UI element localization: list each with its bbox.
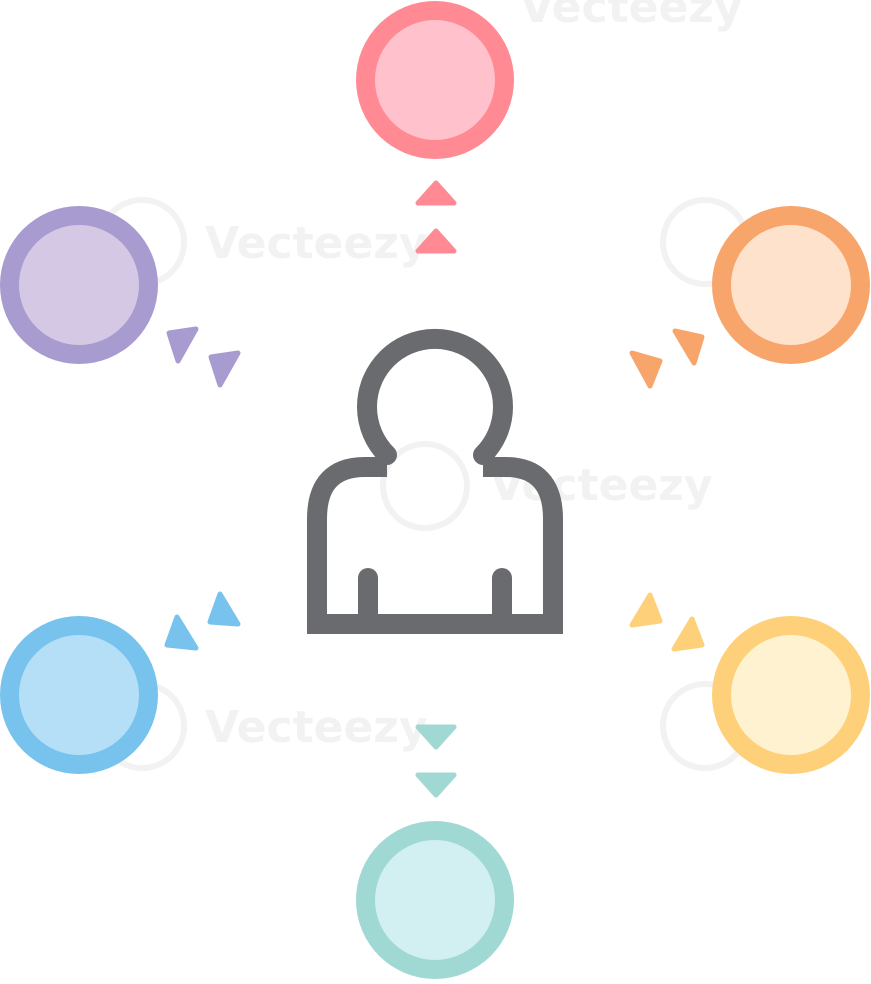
watermark-text: Vecteezy — [205, 218, 428, 269]
watermark-text: Vecteezy — [520, 0, 743, 33]
connector-arrows-upper-right — [629, 328, 705, 389]
person-body — [307, 457, 563, 634]
node-lower-right — [712, 616, 870, 774]
arrow-down-icon — [415, 724, 457, 750]
connector-arrows-bottom — [415, 724, 457, 798]
watermark-logo-icon — [380, 441, 470, 531]
connector-arrows-upper-left — [166, 326, 241, 388]
connector-arrows-lower-right — [629, 592, 705, 652]
arrow-down-left-icon — [164, 614, 199, 651]
watermark-text: Vecteezy — [205, 702, 428, 753]
node-fill — [731, 225, 851, 345]
node-bottom — [356, 821, 514, 979]
connector-arrows-lower-left — [164, 591, 241, 651]
arrow-down-icon — [415, 772, 457, 798]
arrow-up-left-icon — [166, 326, 199, 364]
node-fill — [375, 840, 495, 960]
person-icon — [307, 328, 563, 634]
node-fill — [375, 20, 495, 140]
node-fill — [19, 635, 139, 755]
arrow-up-icon — [415, 180, 457, 206]
arrow-up-right-icon — [672, 328, 705, 366]
node-top — [356, 1, 514, 159]
arrow-up-right-icon — [629, 350, 663, 389]
arrow-up-icon — [415, 228, 457, 254]
connector-arrows-top — [415, 180, 457, 254]
node-lower-left — [0, 616, 158, 774]
node-upper-left — [0, 206, 158, 364]
node-fill — [19, 225, 139, 345]
node-upper-right — [712, 206, 870, 364]
arrow-down-right-icon — [671, 616, 705, 652]
person-head — [357, 328, 513, 465]
arrow-up-left-icon — [208, 350, 241, 388]
arrow-down-right-icon — [629, 592, 663, 628]
arrow-down-left-icon — [207, 591, 241, 627]
node-fill — [731, 635, 851, 755]
